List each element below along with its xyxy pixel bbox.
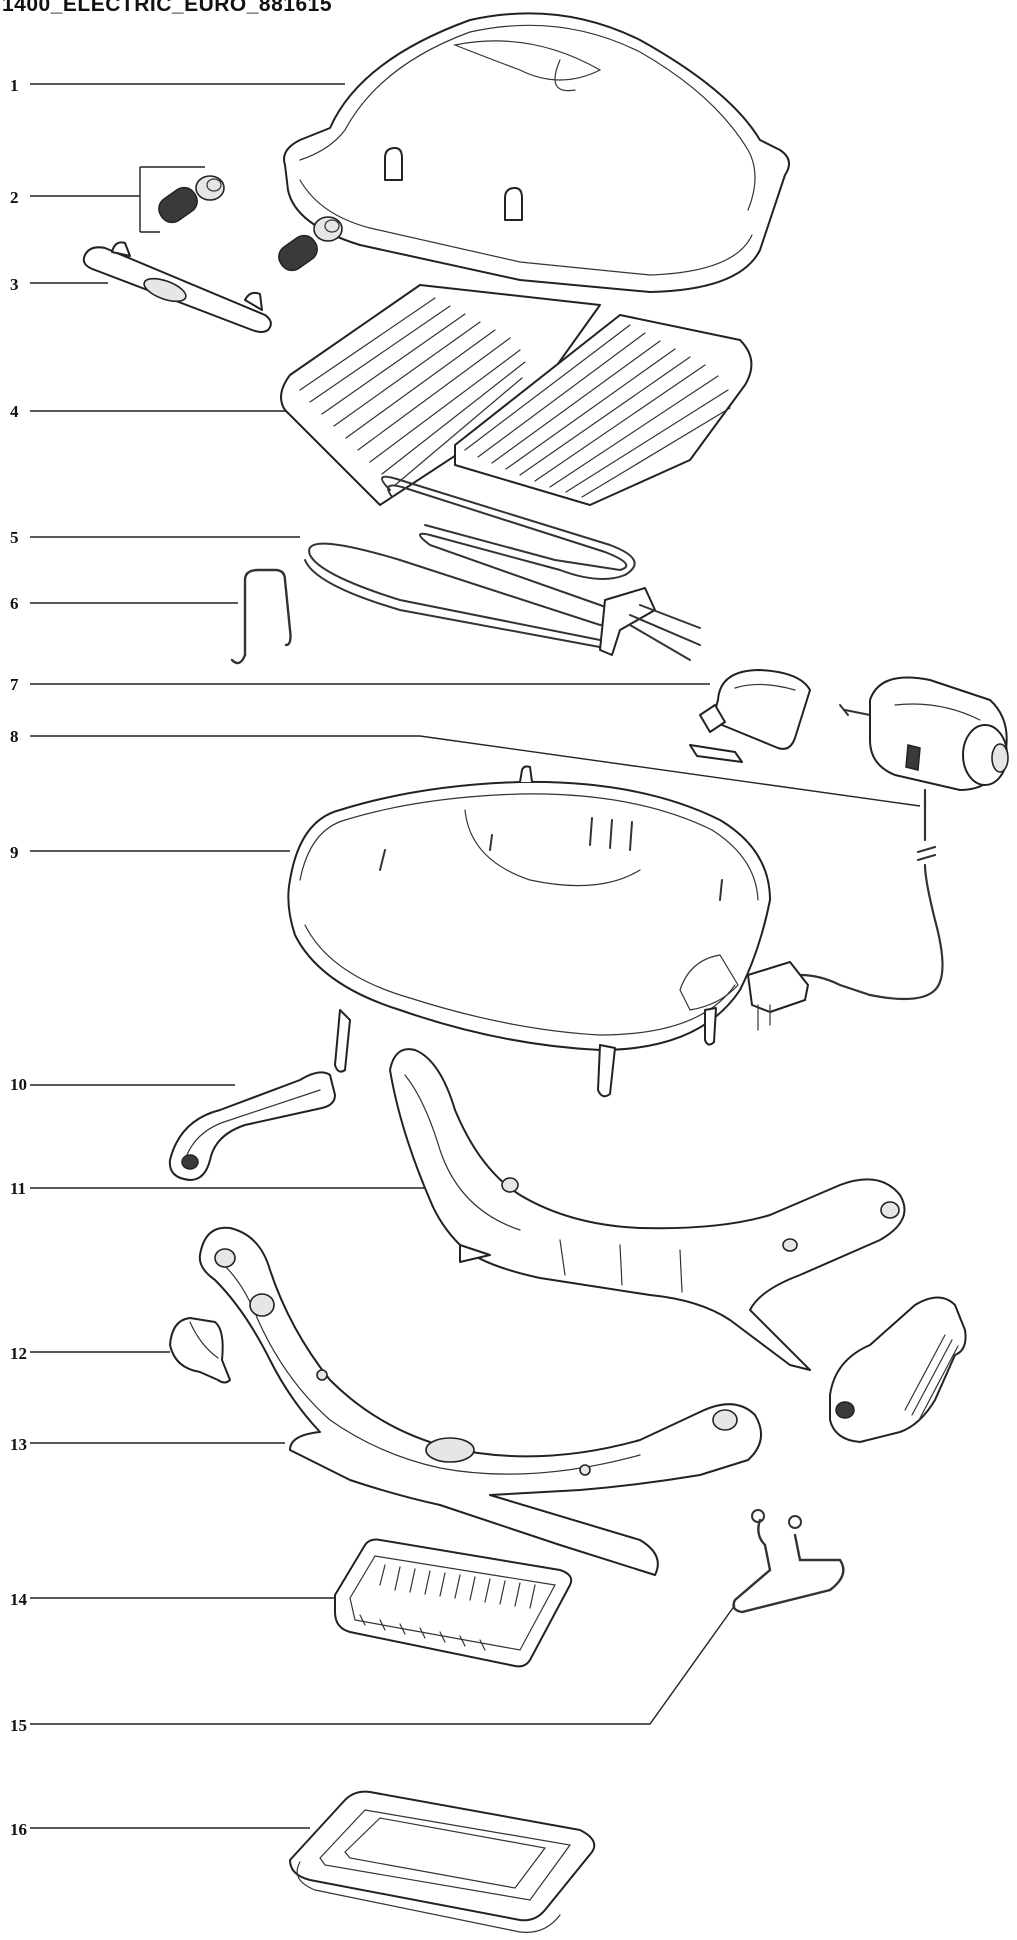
part-knobs: [158, 175, 343, 272]
callout-14: 14: [10, 1590, 28, 1609]
part-disposable-tray: [289, 1790, 596, 1933]
callout-12: 12: [10, 1344, 27, 1363]
part-wire-clip: [230, 568, 292, 665]
callout-7: 7: [10, 675, 19, 694]
leader-2: [30, 166, 205, 233]
callout-13: 13: [10, 1435, 27, 1454]
leader-lines: [30, 83, 921, 1829]
callout-6: 6: [10, 594, 19, 613]
callout-11: 11: [10, 1179, 26, 1198]
part-leg-frame-rear: [389, 1048, 906, 1371]
callout-2: 2: [10, 188, 19, 207]
callout-4: 4: [10, 402, 19, 421]
part-small-cover: [169, 1317, 231, 1384]
callout-8: 8: [10, 727, 19, 746]
leader-8: [30, 735, 921, 807]
part-cooking-grates: [280, 284, 753, 506]
part-lid: [283, 12, 790, 293]
callout-3: 3: [10, 275, 19, 294]
callout-1: 1: [10, 76, 19, 95]
part-side-handle-left: [168, 1071, 336, 1181]
part-leg-frame-front: [198, 1226, 763, 1576]
part-lid-handle: [82, 241, 272, 333]
part-controller-cord: [747, 676, 1009, 1031]
diagram-title: 1400_ELECTRIC_EURO_881615: [2, 0, 333, 16]
part-side-handle-right: [829, 1296, 967, 1443]
callout-15: 15: [10, 1716, 27, 1735]
callout-16: 16: [10, 1820, 27, 1839]
part-drip-tray: [334, 1538, 573, 1668]
callout-5: 5: [10, 528, 19, 547]
part-controller-bracket: [689, 669, 811, 763]
callout-10: 10: [10, 1075, 27, 1094]
callout-numbers: 1 2 3 4 5 6 7 8 9 10 11 12 13 14 15 16: [10, 76, 28, 1839]
part-wire-holder: [732, 1509, 845, 1614]
callout-9: 9: [10, 843, 19, 862]
part-cook-box: [287, 765, 771, 1098]
leader-15: [30, 1604, 736, 1725]
part-heating-element: [304, 475, 701, 661]
